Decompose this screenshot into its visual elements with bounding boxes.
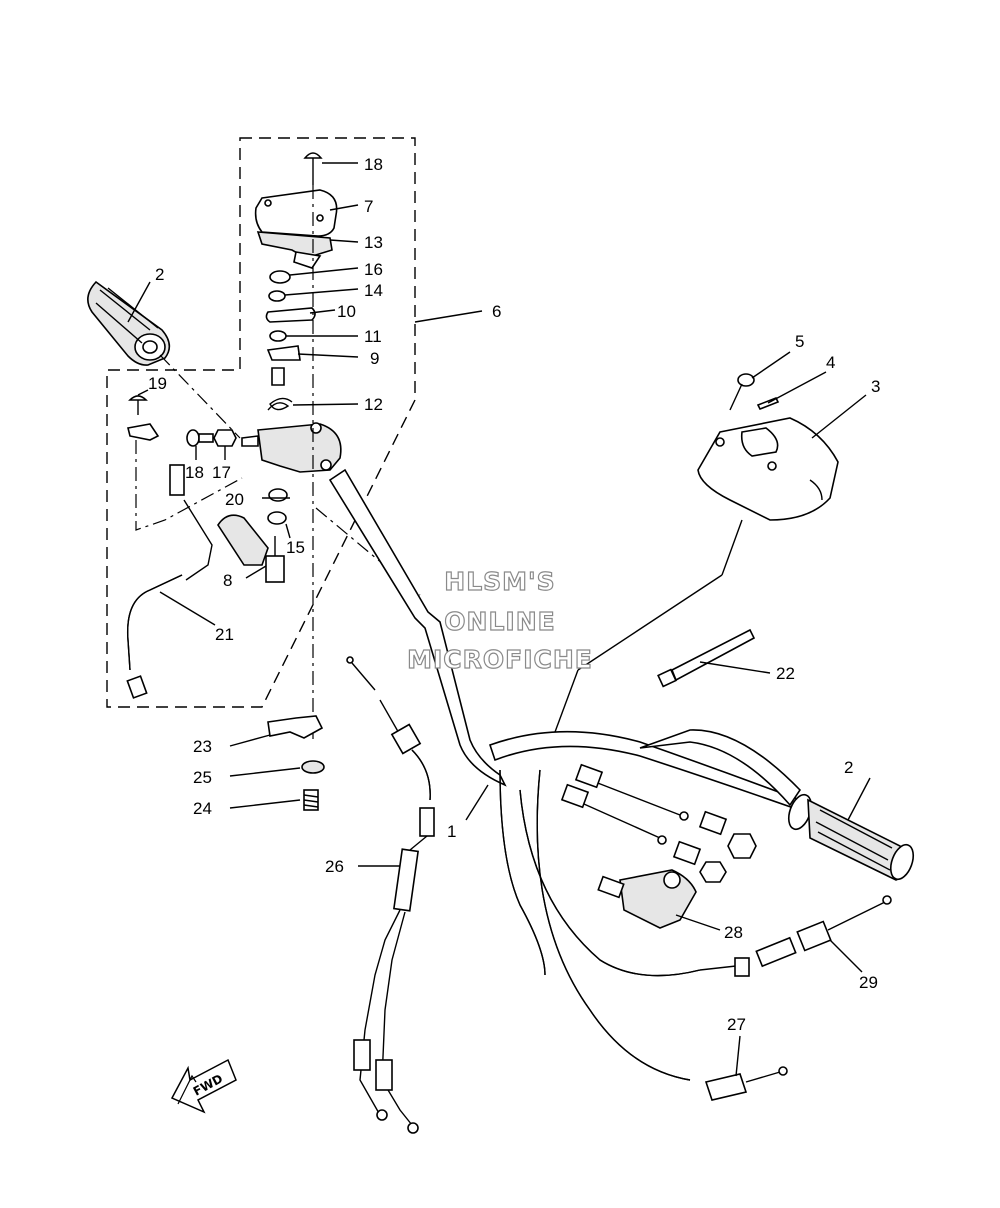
callout: 11 xyxy=(364,327,382,346)
callout: 18 xyxy=(185,463,204,482)
throttle-housing[interactable] xyxy=(241,422,342,473)
cable-adjusters[interactable] xyxy=(672,810,757,883)
throttle-assembly-outline xyxy=(106,137,416,708)
callout: 10 xyxy=(337,302,356,321)
watermark-line-3: MICROFICHE xyxy=(407,645,593,674)
callout: 25 xyxy=(193,768,212,787)
callout: 22 xyxy=(776,664,795,683)
washer-stack[interactable] xyxy=(265,270,316,386)
callout: 15 xyxy=(286,538,305,557)
callout: 28 xyxy=(724,923,743,942)
callout: 8 xyxy=(223,571,232,590)
nut-17[interactable] xyxy=(213,429,237,447)
callout: 3 xyxy=(871,377,880,396)
washer-15[interactable] xyxy=(267,511,287,525)
callout: 2 xyxy=(844,758,853,777)
switch-lead-connector[interactable] xyxy=(126,675,148,699)
fwd-direction-badge: FWD xyxy=(170,1058,237,1114)
callout: 2 xyxy=(155,265,164,284)
callout: 23 xyxy=(193,737,212,756)
callout: 6 xyxy=(492,302,501,321)
cable-ends[interactable] xyxy=(560,763,689,845)
kill-switch[interactable] xyxy=(127,395,213,581)
callout: 19 xyxy=(148,374,167,393)
watermark: HLSM'S ONLINE MICROFICHE xyxy=(407,566,593,674)
screw-top[interactable] xyxy=(303,152,323,185)
cable-29[interactable] xyxy=(755,895,892,968)
brake-cable[interactable] xyxy=(499,769,750,1081)
callout: 14 xyxy=(364,281,383,300)
callout: 1 xyxy=(447,822,456,841)
throttle-cover[interactable] xyxy=(254,189,338,237)
left-grip[interactable] xyxy=(87,280,171,366)
leader-lines xyxy=(127,162,871,1077)
callout: 20 xyxy=(225,490,244,509)
watermark-line-1: HLSM'S xyxy=(444,567,555,596)
callout: 13 xyxy=(364,233,383,252)
centerline-switch xyxy=(135,440,243,531)
clamp-23[interactable] xyxy=(267,715,324,739)
callout: 5 xyxy=(795,332,804,351)
arrow-forward-icon xyxy=(170,1058,237,1114)
callout: 7 xyxy=(364,197,373,216)
callout: 27 xyxy=(727,1015,746,1034)
switch-28[interactable] xyxy=(597,869,697,929)
throttle-cable[interactable] xyxy=(346,656,435,1134)
callout: 21 xyxy=(215,625,234,644)
throttle-lever[interactable] xyxy=(217,514,285,583)
callout: 18 xyxy=(364,155,383,174)
watermark-line-2: ONLINE xyxy=(444,607,555,636)
callout: 9 xyxy=(370,349,379,368)
washer-20[interactable] xyxy=(268,488,288,502)
throttle-spring[interactable] xyxy=(267,397,293,411)
callout: 4 xyxy=(826,353,835,372)
callout: 26 xyxy=(325,857,344,876)
callout: 24 xyxy=(193,799,212,818)
cable-tie[interactable] xyxy=(657,628,756,688)
right-grip[interactable] xyxy=(784,792,917,883)
centerline-grip xyxy=(159,354,241,439)
bolt-24[interactable] xyxy=(303,789,319,811)
switch-lead[interactable] xyxy=(126,574,183,671)
bolt-mid[interactable] xyxy=(186,429,214,447)
callout: 12 xyxy=(364,395,383,414)
callout-labels: 1 2 2 3 4 5 6 7 8 9 10 11 12 13 14 15 16… xyxy=(148,155,880,1034)
callout: 29 xyxy=(859,973,878,992)
callout: 16 xyxy=(364,260,383,279)
sensor-27[interactable] xyxy=(704,1066,788,1101)
callout: 17 xyxy=(212,463,231,482)
washer-25[interactable] xyxy=(301,760,325,774)
master-cylinder-cover[interactable] xyxy=(697,417,839,521)
screw-5[interactable] xyxy=(729,373,755,411)
